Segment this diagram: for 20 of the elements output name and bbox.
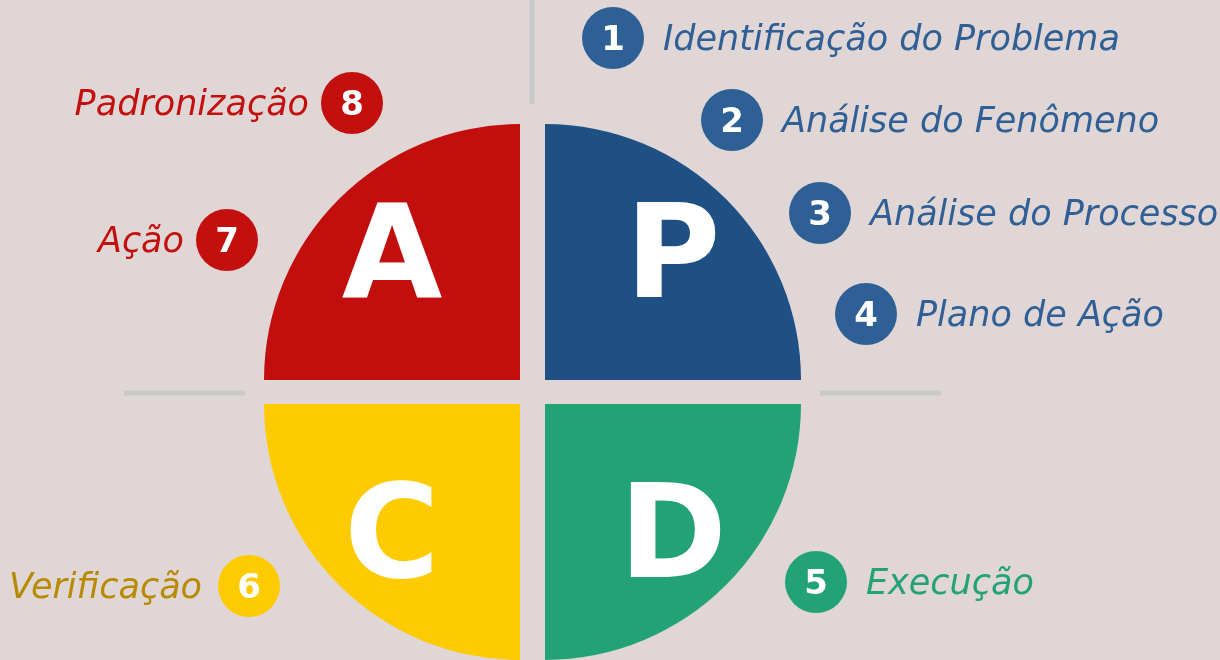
- number-badge: 3: [789, 182, 851, 244]
- quadrant-letter: C: [344, 467, 440, 597]
- number-badge: 4: [835, 283, 897, 345]
- step-label: Ação: [97, 219, 184, 262]
- number-badge: 7: [196, 209, 258, 271]
- quadrant-letter: P: [625, 187, 721, 317]
- number-badge: 2: [701, 89, 763, 151]
- step-label: Análise do Fenômeno: [782, 99, 1160, 142]
- number-badge: 5: [785, 551, 847, 613]
- number-badge: 6: [218, 555, 280, 617]
- quadrant-letter: A: [341, 187, 443, 317]
- step-label: Verificação: [9, 565, 202, 608]
- number-badge: 8: [321, 72, 383, 134]
- quadrant-letter: D: [619, 467, 727, 597]
- step-label: Execução: [866, 561, 1034, 604]
- step-label: Padronização: [74, 82, 309, 125]
- step-label: Identificação do Problema: [663, 17, 1120, 60]
- step-label: Análise do Processo: [870, 192, 1219, 235]
- step-label: Plano de Ação: [916, 293, 1164, 336]
- number-badge: 1: [582, 7, 644, 69]
